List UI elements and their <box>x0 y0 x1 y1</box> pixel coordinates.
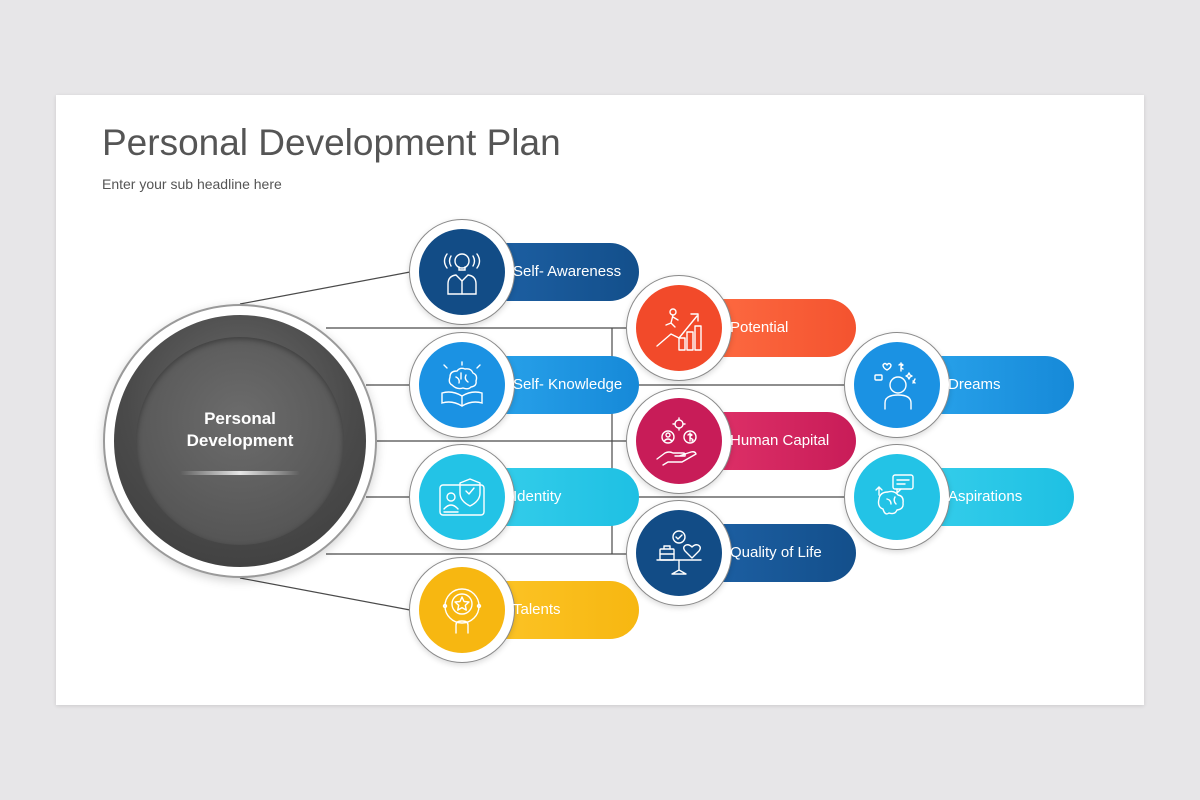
icon-disc <box>636 510 722 596</box>
node-label: Talents <box>513 601 561 618</box>
node-self-awareness: Self- Awareness <box>409 219 639 325</box>
node-label: Self- Awareness <box>513 263 622 280</box>
balance-scale-icon <box>656 530 702 575</box>
idea-person-icon <box>443 253 481 295</box>
thinking-person-icon <box>874 362 916 410</box>
node-dreams: Dreams <box>844 332 1074 438</box>
hand-people-money-icon <box>656 417 697 466</box>
page-title: Personal Development Plan <box>102 122 561 163</box>
icon-disc <box>419 342 505 428</box>
star-person-icon <box>442 588 482 634</box>
node-label: Quality of Life <box>730 544 822 561</box>
hub-label: Personal Development <box>140 408 340 452</box>
icon-disc <box>419 567 505 653</box>
node-label: Human Capital <box>730 432 830 449</box>
node-aspirations: Aspirations <box>844 444 1074 550</box>
node-talents: Talents <box>409 557 639 663</box>
node-label: Dreams <box>948 376 1001 393</box>
mind-chat-icon <box>875 474 914 515</box>
icon-disc <box>854 342 940 428</box>
hub-center <box>136 337 344 545</box>
node-identity: Identity <box>409 444 639 550</box>
hub-label-line1: Personal <box>204 409 276 428</box>
id-card-shield-icon <box>439 478 485 516</box>
node-potential: Potential <box>626 275 856 381</box>
node-label: Self- Knowledge <box>513 376 623 393</box>
icon-disc <box>636 285 722 371</box>
icon-disc <box>419 454 505 540</box>
brain-book-icon <box>441 361 483 407</box>
node-quality-of-life: Quality of Life <box>626 500 856 606</box>
growth-chart-climber-icon <box>656 308 702 351</box>
icon-disc <box>854 454 940 540</box>
node-label: Potential <box>730 319 789 336</box>
node-self-knowledge: Self- Knowledge <box>409 332 639 438</box>
node-human-capital: Human Capital <box>626 388 856 494</box>
hub-label-line2: Development <box>186 431 294 450</box>
node-label: Identity <box>513 488 562 505</box>
page-subtitle: Enter your sub headline here <box>102 176 282 192</box>
node-label: Aspirations <box>948 488 1023 505</box>
icon-disc <box>636 398 722 484</box>
hub-divider <box>180 471 300 475</box>
icon-disc <box>419 229 505 315</box>
